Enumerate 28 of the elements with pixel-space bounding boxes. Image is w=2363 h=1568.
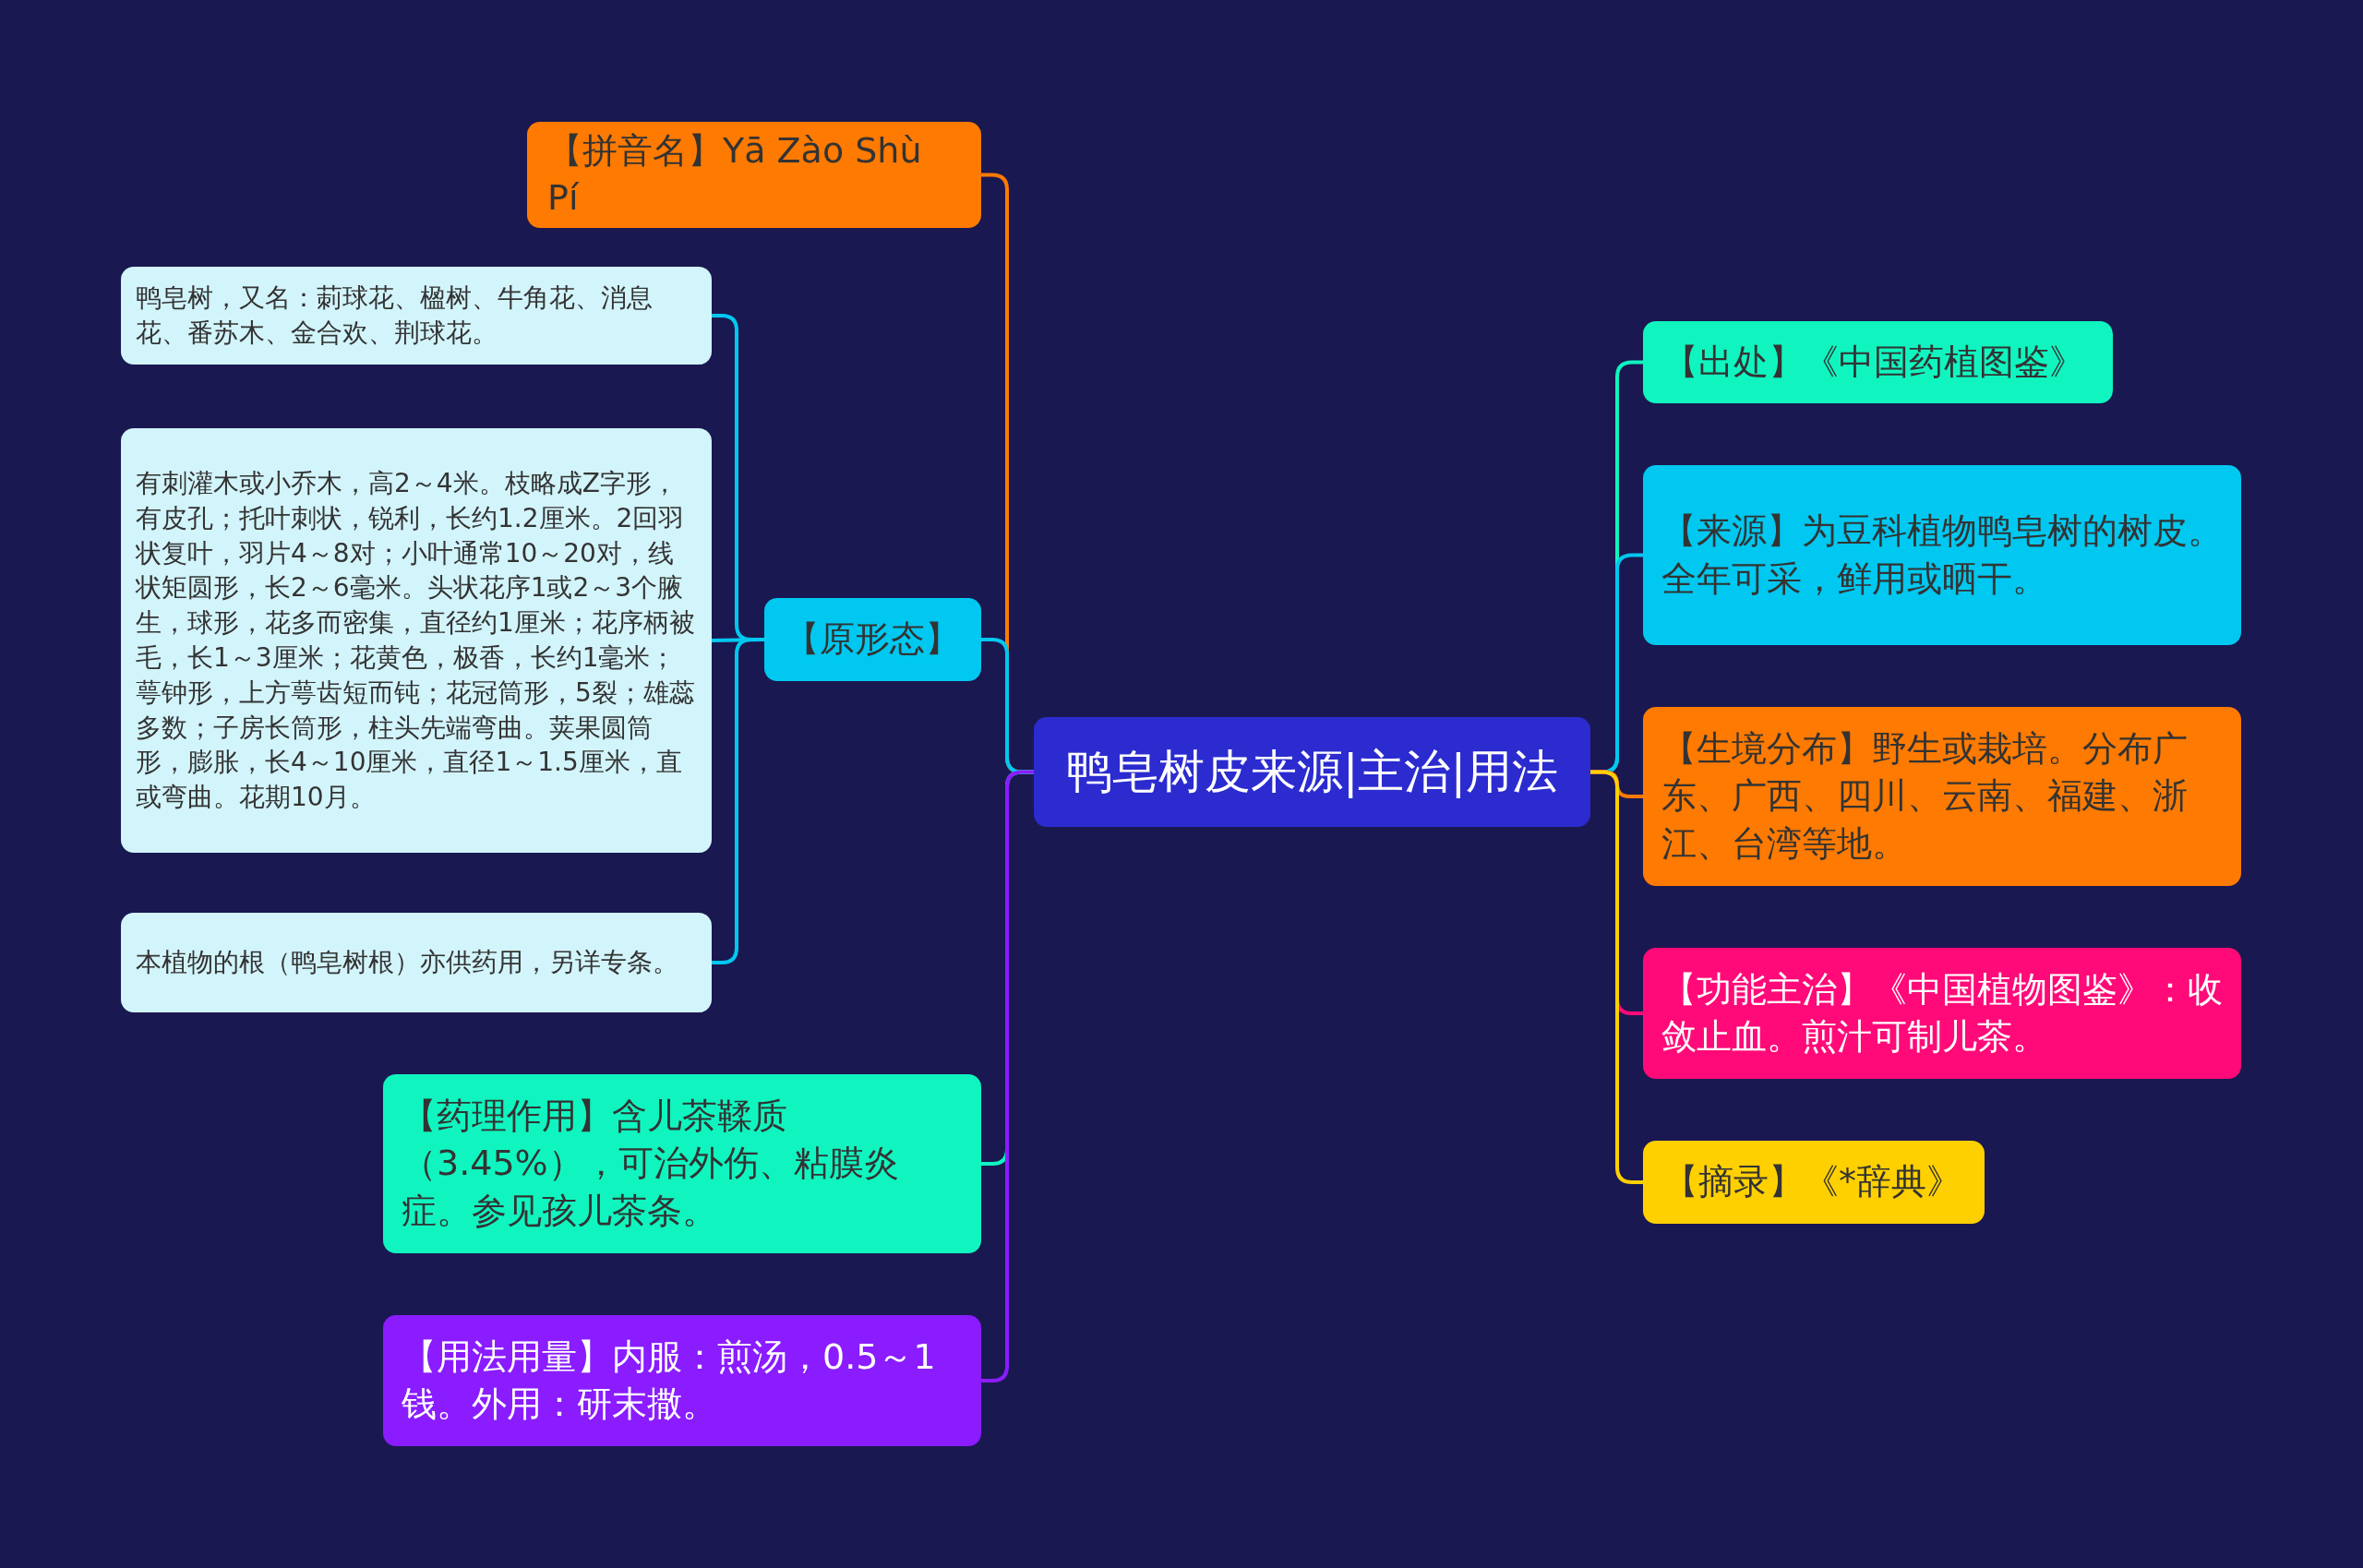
topic-box xyxy=(383,1074,981,1253)
topic-text: 【原形态】 xyxy=(785,617,961,662)
topic-text: 鸭皂树，又名：莿球花、楹树、牛角花、消息花、番苏木、金合欢、荆球花。 xyxy=(136,281,654,350)
topic-text: 【用法用量】内服：煎汤，0.5～1钱。外用：研末撒。 xyxy=(402,1335,937,1426)
topic-text: 【生境分布】野生或栽培。分布广东、广西、四川、云南、福建、浙江、台湾等地。 xyxy=(1661,727,2189,866)
topic-box xyxy=(383,1315,981,1446)
topic-box xyxy=(1643,465,2241,645)
topic-text: 【摘录】《*辞典》 xyxy=(1663,1160,1962,1204)
topic-box xyxy=(1643,321,2113,403)
topic-text: 【出处】《中国药植图鉴》 xyxy=(1663,340,2085,384)
topic-box xyxy=(764,598,981,681)
central-topic-box xyxy=(1034,717,1590,827)
topic-box xyxy=(1643,1141,1985,1224)
topic-box xyxy=(1643,707,2241,886)
topic-text: 本植物的根（鸭皂树根）亦供药用，另详专条。 xyxy=(136,946,679,980)
topic-text: 【拼音名】Yā Zào Shù Pí xyxy=(547,129,923,221)
topic-box xyxy=(121,428,712,853)
topic-text: 有刺灌木或小乔木，高2～4米。枝略成Z字形，有皮孔；托叶刺状，锐利，长约1.2厘米。2回羽状复叶，羽片4～8对；小叶通常10～20对，线状矩圆形，长2～6毫米。头状花序1或2～3个腋生，球形，花多而密集，直径约1厘米；花序柄被毛，长1～3厘米；花黄色，极香，长约1毫米；萼钟形，上方萼齿短而钝；花冠筒形，5裂；雄蕊多数；子房长筒形，柱头先端弯曲。荚果圆筒形，膨胀，长4～10厘米，直径1～1.5厘米，直或弯曲。花期10月。 xyxy=(136,467,696,815)
topic-text: 鸭皂树皮来源|主治|用法 xyxy=(1064,743,1560,800)
topic-text: 【药理作用】含儿茶鞣质（3.45%），可治外伤、粘膜炎症。参见孩儿茶条。 xyxy=(402,1095,900,1233)
topic-box xyxy=(527,122,981,228)
topic-text: 【功能主治】《中国植物图鉴》：收敛止血。煎汁可制儿茶。 xyxy=(1661,967,2223,1059)
connector-line xyxy=(712,638,764,964)
topic-box xyxy=(1643,948,2241,1079)
topic-box xyxy=(121,267,712,365)
topic-text: 【来源】为豆科植物鸭皂树的树皮。全年可采，鲜用或晒干。 xyxy=(1661,509,2223,601)
connector-line xyxy=(1590,770,1643,1184)
topic-box xyxy=(121,913,712,1012)
